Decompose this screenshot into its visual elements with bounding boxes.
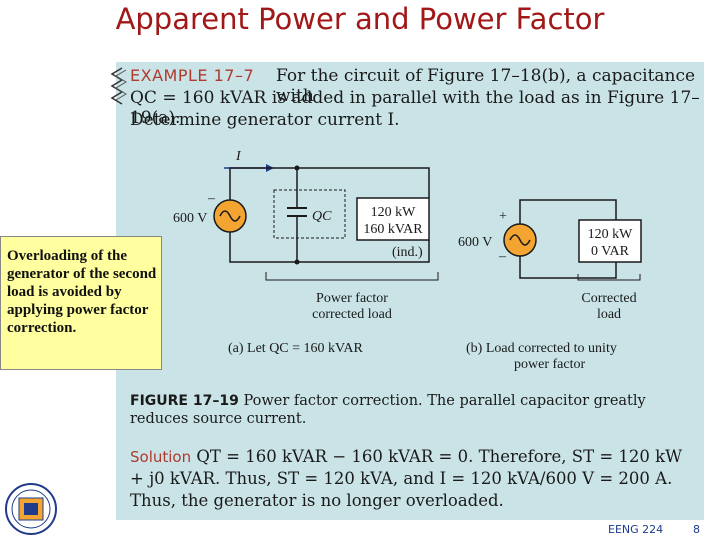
footer-course: EENG 224 bbox=[608, 523, 664, 536]
load-a-reactive: 160 kVAR bbox=[363, 222, 423, 237]
example-text-line-3: Determine generator current I. bbox=[130, 110, 400, 130]
textbook-panel bbox=[116, 62, 704, 520]
example-text-line-2: QC = 160 kVAR is added in parallel with … bbox=[130, 88, 700, 128]
figure-label: FIGURE 17–19 bbox=[130, 393, 239, 409]
plus-sign: + bbox=[499, 209, 507, 224]
capacitor-label: QC bbox=[312, 209, 332, 224]
source-voltage-b: 600 V bbox=[458, 235, 492, 250]
page-number: 8 bbox=[693, 523, 700, 536]
example-text-line-1: For the circuit of Figure 17–18(b), a ca… bbox=[276, 66, 696, 106]
wire-bottom-a bbox=[229, 232, 430, 263]
load-a-inductive: (ind.) bbox=[392, 245, 423, 260]
spiral-binding-icon bbox=[110, 67, 127, 105]
solution-block: Solution QT = 160 kVAR − 160 kVAR = 0. T… bbox=[130, 446, 696, 512]
circuit-diagram: I – 600 V QC 120 kW 160 kVAR (ind.) Powe… bbox=[173, 149, 642, 372]
source-voltage-a: 600 V bbox=[173, 211, 207, 226]
slide-title: Apparent Power and Power Factor bbox=[115, 2, 605, 36]
label-b-line-1: Corrected bbox=[581, 291, 636, 306]
label-b-line-2: load bbox=[597, 307, 621, 322]
callout-note: Overloading of the generator of the seco… bbox=[0, 236, 162, 370]
load-box-b bbox=[578, 219, 642, 263]
bracket-a bbox=[265, 272, 439, 281]
figure-caption: FIGURE 17–19 Power factor correction. Th… bbox=[130, 392, 690, 428]
load-a-power: 120 kW bbox=[371, 205, 417, 220]
caption-b-line-1: (b) Load corrected to unity bbox=[466, 341, 617, 356]
sine-wave-icon bbox=[509, 234, 531, 246]
figure-text: Power factor correction. The parallel ca… bbox=[130, 393, 646, 427]
label-a-line-1: Power factor bbox=[316, 291, 388, 306]
load-b-power: 120 kW bbox=[588, 227, 634, 242]
example-heading: EXAMPLE 17–7 bbox=[130, 66, 255, 85]
bracket-b bbox=[577, 274, 641, 281]
load-b-reactive: 0 VAR bbox=[591, 244, 630, 259]
circuit-a: I – 600 V QC 120 kW 160 kVAR (ind.) Powe… bbox=[173, 149, 439, 356]
label-a-line-2: corrected load bbox=[312, 307, 392, 322]
solution-text: QT = 160 kVAR − 160 kVAR = 0. Therefore,… bbox=[130, 447, 683, 510]
university-seal-icon bbox=[5, 483, 57, 535]
wire-top-a bbox=[229, 167, 430, 200]
circuit-b: + – 600 V 120 kW 0 VAR Corrected load (b… bbox=[458, 199, 642, 372]
dashed-box bbox=[273, 189, 346, 239]
caption-a: (a) Let QC = 160 kVAR bbox=[228, 341, 363, 356]
wire-top-b bbox=[519, 199, 617, 224]
current-label: I bbox=[235, 149, 242, 164]
load-box-a bbox=[356, 197, 430, 241]
solution-label: Solution bbox=[130, 448, 192, 466]
minus-sign: – bbox=[207, 191, 216, 206]
wire-bottom-b bbox=[519, 256, 617, 279]
minus-sign: – bbox=[498, 249, 507, 264]
sine-wave-icon bbox=[219, 210, 241, 222]
caption-b-line-2: power factor bbox=[514, 357, 585, 372]
